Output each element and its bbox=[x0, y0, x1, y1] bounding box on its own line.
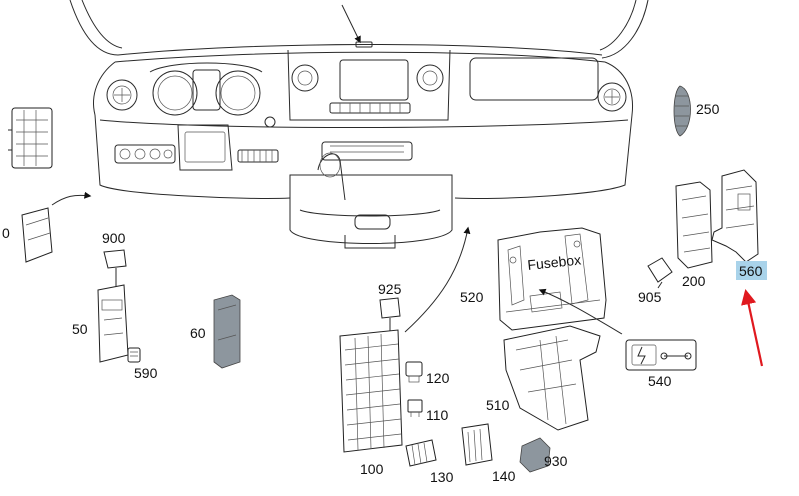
fuse-block-140 bbox=[461, 423, 493, 466]
label-0[interactable]: 0 bbox=[2, 225, 10, 241]
connector-925 bbox=[379, 297, 401, 334]
label-sticker-540 bbox=[625, 339, 697, 371]
label-250[interactable]: 250 bbox=[696, 101, 720, 117]
label-510[interactable]: 510 bbox=[486, 397, 510, 413]
arrow-100-to-dash bbox=[404, 226, 471, 333]
control-module-0 bbox=[21, 191, 92, 263]
dashboard-illustration bbox=[69, 0, 649, 249]
connector-900 bbox=[103, 249, 127, 288]
bracket-560 bbox=[711, 169, 759, 263]
connector-905 bbox=[647, 257, 673, 289]
arrow-540-to-fusebox bbox=[538, 288, 623, 335]
fusebox-520: Fusebox bbox=[497, 227, 607, 331]
label-130[interactable]: 130 bbox=[430, 469, 454, 485]
relay-110 bbox=[407, 399, 423, 417]
control-module-200 bbox=[675, 181, 713, 269]
label-900[interactable]: 900 bbox=[102, 230, 126, 246]
label-100[interactable]: 100 bbox=[360, 461, 384, 477]
label-50[interactable]: 50 bbox=[72, 321, 88, 337]
label-110[interactable]: 110 bbox=[426, 407, 449, 423]
bracket-part-left bbox=[8, 107, 53, 169]
bracket-510 bbox=[503, 325, 601, 431]
label-560[interactable]: 560 bbox=[739, 263, 763, 279]
fusebox-text: Fusebox bbox=[527, 251, 582, 273]
control-module-50 bbox=[97, 284, 129, 363]
fan-part-250 bbox=[673, 85, 691, 137]
label-520[interactable]: 520 bbox=[460, 289, 484, 305]
label-905[interactable]: 905 bbox=[638, 289, 662, 305]
fuse-module-100 bbox=[339, 329, 403, 453]
highlight-box bbox=[736, 261, 767, 280]
fuse-strip-130 bbox=[405, 439, 437, 467]
clip-590 bbox=[127, 347, 141, 363]
label-590[interactable]: 590 bbox=[134, 365, 158, 381]
label-140[interactable]: 140 bbox=[492, 468, 516, 484]
pointer-arrow bbox=[741, 288, 764, 367]
label-540[interactable]: 540 bbox=[648, 373, 672, 389]
relay-120 bbox=[405, 361, 423, 383]
label-60[interactable]: 60 bbox=[190, 325, 206, 341]
label-120[interactable]: 120 bbox=[426, 370, 450, 386]
label-200[interactable]: 200 bbox=[682, 273, 706, 289]
control-module-60 bbox=[213, 294, 241, 369]
label-930[interactable]: 930 bbox=[544, 453, 568, 469]
relay-930 bbox=[519, 437, 551, 473]
label-925[interactable]: 925 bbox=[378, 281, 402, 297]
